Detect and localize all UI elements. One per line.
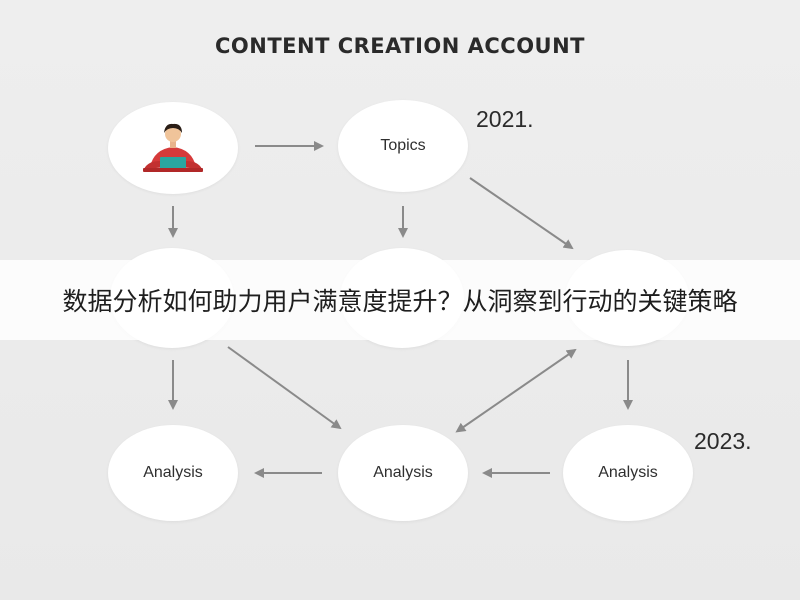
arrow-left-mid-to-analysis-middle bbox=[227, 346, 342, 430]
node-analysis-middle: Analysis bbox=[338, 425, 468, 521]
node-person bbox=[108, 102, 238, 194]
diagram-title: CONTENT CREATION ACCOUNT bbox=[214, 34, 586, 58]
person-at-desk-icon bbox=[143, 123, 203, 172]
node-topics: Topics bbox=[338, 100, 468, 192]
year-label-2023: 2023. bbox=[694, 428, 752, 454]
node-analysis-left: Analysis bbox=[108, 425, 238, 521]
node-analysis-right: Analysis bbox=[563, 425, 693, 521]
caption-text: 数据分析如何助力用户满意度提升？从洞察到行动的关键策略 bbox=[62, 287, 738, 316]
year-label-2021: 2021. bbox=[476, 106, 534, 132]
arrow-topics-to-right-node bbox=[469, 177, 574, 250]
arrow-bidirectional-analysis-middle-right-node bbox=[455, 348, 577, 433]
caption-banner: 数据分析如何助力用户满意度提升？从洞察到行动的关键策略 bbox=[0, 260, 800, 340]
